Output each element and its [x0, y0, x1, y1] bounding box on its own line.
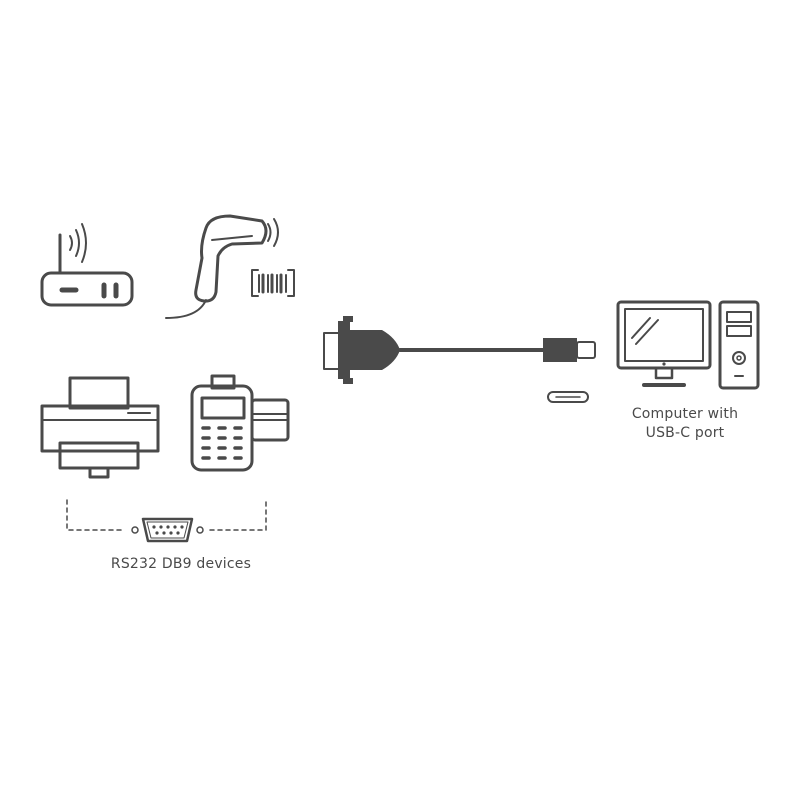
- pc-tower-icon: [718, 300, 760, 390]
- router-icon: [40, 223, 134, 307]
- db9-port-icon: [131, 517, 204, 543]
- computer-label: Computer with USB-C port: [610, 405, 760, 443]
- pos-terminal-icon: [190, 374, 290, 472]
- computer-label-line1: Computer with: [631, 406, 739, 422]
- usb-c-plug-icon: [543, 338, 596, 362]
- devices-label: RS232 DB9 devices: [110, 556, 252, 572]
- usb-c-port-icon: [547, 391, 589, 403]
- printer-icon: [40, 376, 160, 479]
- computer-label-line2: USB-C port: [645, 425, 725, 441]
- devices-bracket: [66, 499, 267, 531]
- barcode-scanner-icon: [165, 214, 295, 319]
- db9-connector-icon: [323, 316, 545, 384]
- monitor-icon: [616, 300, 712, 387]
